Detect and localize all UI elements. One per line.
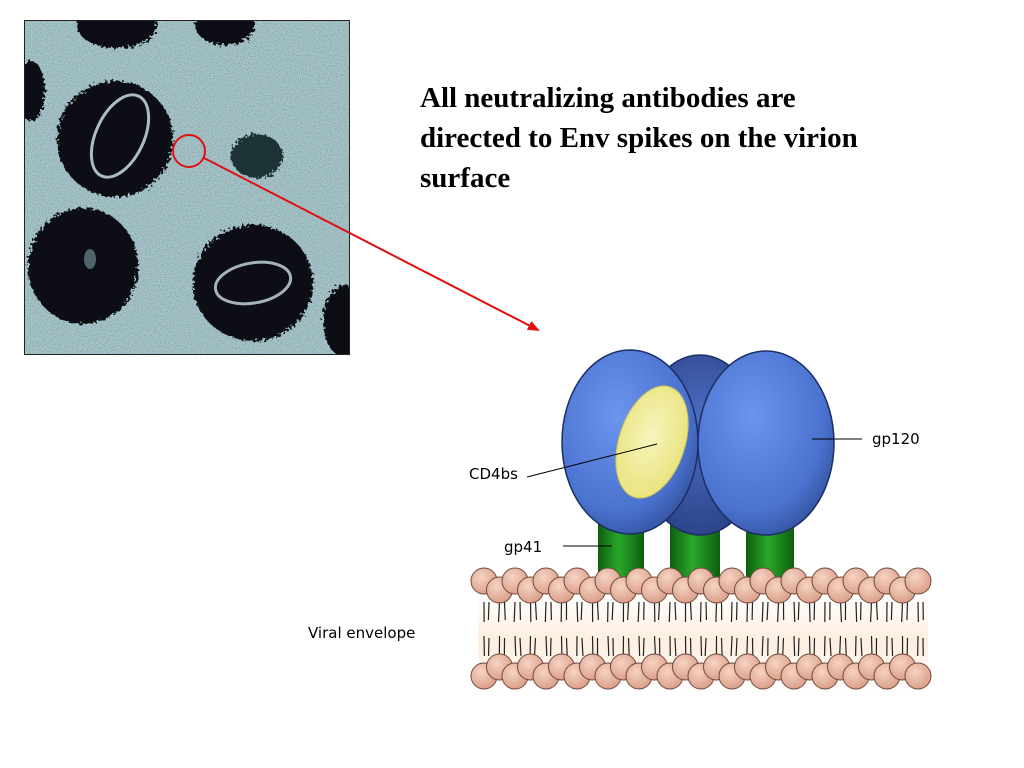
lipid-tail [840, 636, 841, 656]
lipid-tail [716, 602, 717, 622]
highlight-circle [173, 135, 205, 167]
lipid-tail [598, 602, 599, 620]
lipid-tail [747, 636, 748, 656]
lipid-tail [762, 602, 763, 622]
lipid-tail [638, 602, 639, 622]
lipid-tail [731, 602, 732, 622]
lipid-tail [705, 638, 706, 656]
lipid-tail [747, 602, 748, 622]
lipid-tail [892, 638, 893, 656]
lipid-tail [675, 602, 676, 620]
gp120-trimer [562, 350, 834, 535]
lipid-tail [907, 602, 908, 620]
lipid-tail [902, 602, 903, 622]
lipid-head [905, 663, 931, 689]
lipid-tail [794, 602, 795, 622]
red-arrow-icon [204, 158, 538, 330]
lipid-head [905, 568, 931, 594]
cd4bs-label: CD4bs [469, 465, 518, 483]
lipid-tail [546, 636, 547, 656]
lipid-tail [810, 602, 811, 622]
lipid-tail [669, 602, 670, 622]
lipid-tail [545, 602, 546, 622]
lipid-tail [629, 638, 630, 656]
lipid-tail [798, 602, 799, 620]
lipid-tail [856, 602, 857, 622]
lipid-tail [639, 636, 640, 656]
lipid-tail [675, 638, 676, 656]
lipid-tail [731, 636, 732, 656]
lipid-tail [505, 602, 506, 620]
lipid-tail [628, 602, 629, 620]
lipid-tail [515, 636, 516, 656]
lipid-tail [783, 638, 784, 656]
lipid-tail [488, 602, 489, 620]
lipid-tail [778, 636, 779, 656]
lipid-tail [762, 636, 763, 656]
lipid-tail [577, 602, 578, 622]
lipid-tail [810, 636, 811, 656]
lipid-tail [794, 636, 795, 656]
viral-envelope-label: Viral envelope [308, 624, 415, 642]
lipid-tail [722, 638, 723, 656]
lipid-tail [798, 638, 799, 656]
gp120-label: gp120 [872, 430, 920, 448]
lipid-tail [514, 602, 515, 622]
lipid-tail [846, 638, 847, 656]
lipid-tail [567, 638, 568, 656]
lipid-tail [891, 602, 892, 620]
lipid-tail [612, 602, 613, 620]
gp120-subunit-right [698, 351, 834, 535]
lipid-tail [608, 636, 609, 656]
lipid-tail [643, 638, 644, 656]
gp41-label: gp41 [504, 538, 542, 556]
